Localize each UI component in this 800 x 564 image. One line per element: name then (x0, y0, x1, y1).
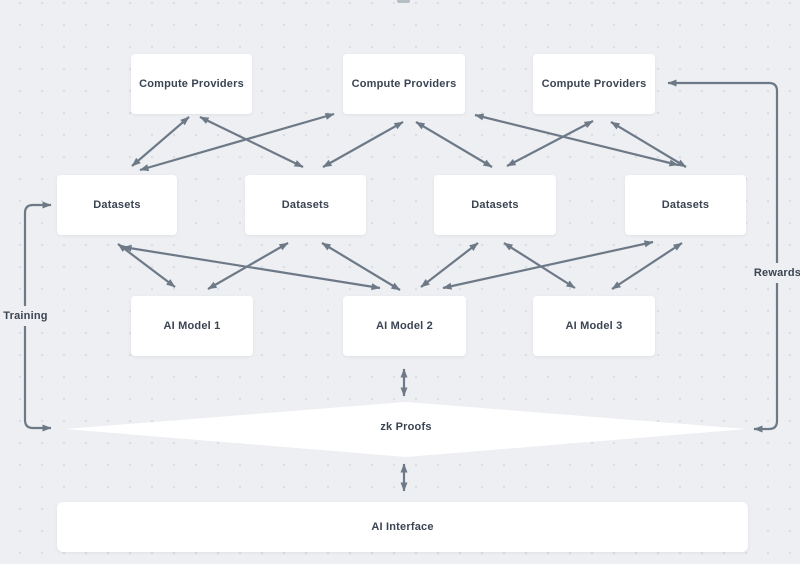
edge-cp1-d2 (199, 116, 304, 168)
edge-cp3-d4 (610, 121, 687, 168)
node-ai-model-3: AI Model 3 (533, 296, 655, 356)
node-datasets-4: Datasets (625, 175, 746, 235)
edge-cp1-d1 (131, 116, 190, 167)
edge-cp3-d3 (506, 120, 594, 167)
node-compute-providers-3: Compute Providers (533, 54, 655, 114)
edge-cp2-d2 (322, 121, 404, 168)
edge-cp2-d3 (415, 121, 493, 168)
node-compute-providers-1: Compute Providers (131, 54, 252, 114)
edge-d4-m2 (442, 240, 654, 290)
edge-d3-m2 (420, 242, 479, 288)
edge-cp2-d4 (474, 113, 679, 167)
zk-proofs-label: zk Proofs (380, 421, 432, 433)
node-compute-providers-2: Compute Providers (343, 54, 465, 114)
node-ai-model-1: AI Model 1 (131, 296, 253, 356)
node-datasets-2: Datasets (245, 175, 366, 235)
edge-d2-m1 (207, 242, 289, 290)
node-ai-model-2: AI Model 2 (343, 296, 466, 356)
training-label: Training (1, 306, 50, 326)
edge-cp2-d1 (139, 112, 335, 172)
edge-rewards-loop (667, 79, 779, 433)
node-ai-interface: AI Interface (57, 502, 748, 552)
edge-d3-m3 (503, 242, 576, 289)
edge-d2-m2 (321, 242, 401, 291)
edge-d1-m2 (122, 244, 381, 291)
node-datasets-1: Datasets (57, 175, 177, 235)
node-datasets-3: Datasets (434, 175, 556, 235)
edge-d1-m1 (117, 243, 176, 288)
top-edge-artifact (397, 0, 410, 3)
edge-d4-m3 (611, 242, 683, 290)
rewards-label: Rewards (752, 263, 800, 283)
